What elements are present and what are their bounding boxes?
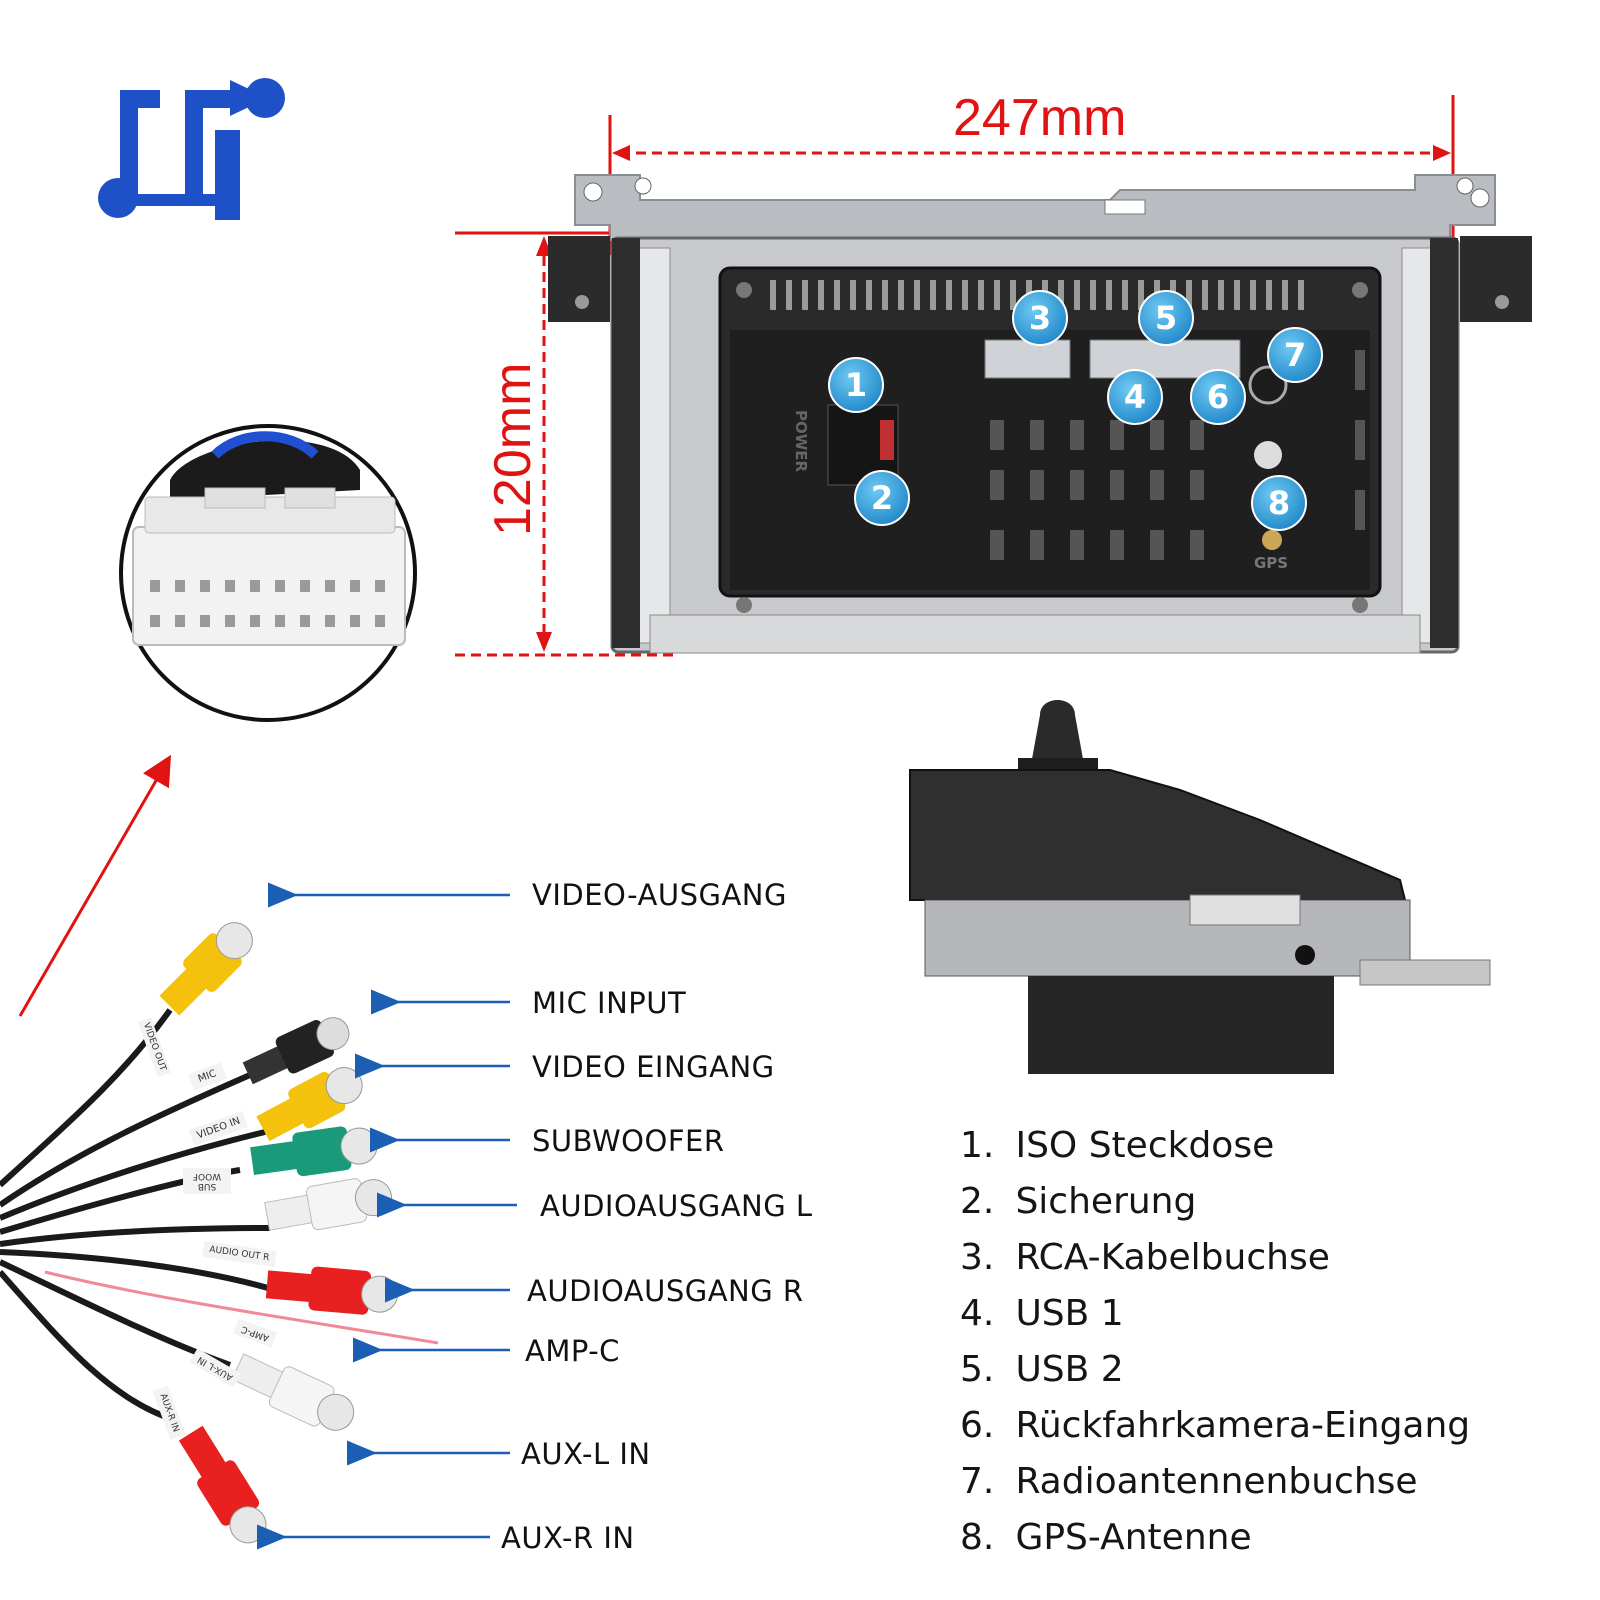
marker-8: [1251, 475, 1307, 531]
label-aux-r-in: AUX-R IN: [501, 1521, 635, 1555]
label-audioausgang-l: AUDIOAUSGANG L: [540, 1189, 813, 1223]
legend-text: RCA-Kabelbuchse: [1015, 1237, 1330, 1278]
marker-5-number: 5: [1154, 299, 1178, 337]
label-video-ausgang: VIDEO-AUSGANG: [532, 878, 787, 912]
legend-text: ISO Steckdose: [1015, 1125, 1275, 1166]
legend-item: 3. RCA-Kabelbuchse: [960, 1230, 1470, 1286]
jack-video-in: [256, 1067, 363, 1142]
marker-6: [1190, 369, 1246, 425]
marker-1: [828, 357, 884, 413]
jack-subwoofer: [250, 1126, 378, 1177]
legend-item: 1. ISO Steckdose: [960, 1118, 1470, 1174]
legend-item: 7. Radioantennenbuchse: [960, 1454, 1470, 1510]
legend-item: 8. GPS-Antenne: [960, 1510, 1470, 1566]
panel-markers: [828, 290, 1323, 531]
jack-aux-l: [231, 1353, 355, 1431]
legend-number: 8.: [960, 1517, 995, 1558]
legend-number: 6.: [960, 1405, 995, 1446]
legend-text: USB 1: [1015, 1293, 1124, 1334]
port-legend: 1. ISO Steckdose 2. Sicherung 3. RCA-Kab…: [960, 1118, 1470, 1566]
label-aux-l-in: AUX-L IN: [521, 1437, 651, 1471]
jack-video-out: [159, 922, 253, 1016]
marker-1-number: 1: [844, 366, 868, 404]
power-label: POWER: [792, 409, 811, 473]
label-mic-input: MIC INPUT: [532, 986, 687, 1020]
legend-text: Radioantennenbuchse: [1015, 1461, 1418, 1502]
jack-mic: [242, 1017, 350, 1085]
legend-text: USB 2: [1015, 1349, 1124, 1390]
label-audioausgang-r: AUDIOAUSGANG R: [527, 1274, 804, 1308]
iso-connector-zoom: [119, 424, 417, 722]
marker-3-number: 3: [1028, 299, 1052, 337]
legend-number: 4.: [960, 1293, 995, 1334]
marker-4: [1107, 369, 1163, 425]
marker-2: [854, 470, 910, 526]
head-unit-side-view: [909, 700, 1491, 1074]
gps-label: GPS: [1254, 554, 1289, 572]
marker-7: [1267, 327, 1323, 383]
legend-item: 5. USB 2: [960, 1342, 1470, 1398]
jack-audio-out-l: [264, 1178, 392, 1231]
legend-item: 2. Sicherung: [960, 1174, 1470, 1230]
jack-audio-out-r: [265, 1266, 399, 1315]
rca-cable-bundle: [0, 922, 439, 1544]
label-arrows: [257, 882, 517, 1550]
height-dimension-label: 120mm: [484, 362, 542, 536]
legend-number: 2.: [960, 1181, 995, 1222]
legend-item: 4. USB 1: [960, 1286, 1470, 1342]
width-dimension-label: 247mm: [953, 89, 1127, 147]
legend-number: 7.: [960, 1461, 995, 1502]
marker-4-number: 4: [1123, 378, 1147, 416]
legend-number: 3.: [960, 1237, 995, 1278]
head-unit-rear-view: [548, 174, 1532, 654]
legend-text: Rückfahrkamera-Eingang: [1015, 1405, 1471, 1446]
marker-8-number: 8: [1267, 484, 1291, 522]
zoom-pointer-arrow: [18, 754, 172, 1017]
label-amp-c: AMP-C: [525, 1334, 620, 1368]
marker-7-number: 7: [1283, 336, 1307, 374]
legend-number: 1.: [960, 1125, 995, 1166]
legend-text: GPS-Antenne: [1015, 1517, 1252, 1558]
legend-number: 5.: [960, 1349, 995, 1390]
marker-5: [1138, 290, 1194, 346]
marker-2-number: 2: [870, 479, 894, 517]
legend-item: 6. Rückfahrkamera-Eingang: [960, 1398, 1470, 1454]
cable-tag-subwoofer: SUB WOOF: [183, 1168, 231, 1194]
jack-aux-r: [178, 1425, 267, 1544]
brand-logo-icon: [98, 78, 285, 220]
label-subwoofer: SUBWOOFER: [532, 1124, 725, 1158]
label-video-eingang: VIDEO EINGANG: [532, 1050, 775, 1084]
legend-text: Sicherung: [1015, 1181, 1197, 1222]
marker-6-number: 6: [1206, 378, 1230, 416]
marker-3: [1012, 290, 1068, 346]
